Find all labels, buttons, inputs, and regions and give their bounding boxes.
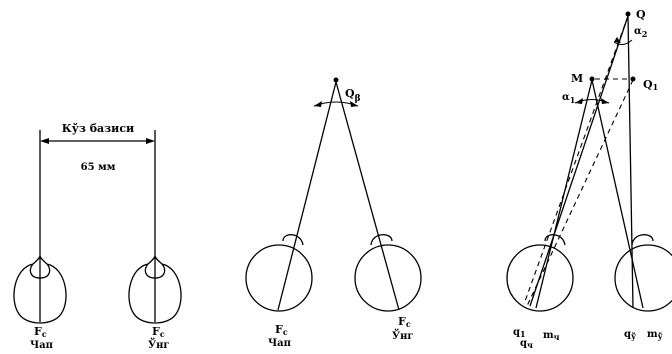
left-focal-label: Fc	[275, 323, 288, 337]
point-q-label: Q	[636, 8, 646, 21]
eye-distance-label: 65 мм	[81, 162, 116, 173]
alpha1-label: α1	[562, 92, 575, 105]
m-to-right-eye-ray	[591, 79, 644, 309]
right-eyeball	[354, 244, 422, 312]
angle-arrow-left	[314, 101, 322, 107]
q-dashed-ray	[523, 15, 629, 305]
alpha1-arrow-right	[601, 98, 609, 104]
left-eyeball	[506, 244, 574, 312]
eye-base-arrowhead-left	[40, 138, 49, 144]
left-eye-label: Чап	[30, 340, 53, 351]
left-eyeball	[245, 244, 313, 312]
right-eyeball	[614, 244, 672, 312]
panel-eye-base: Кўз базиси 65 мм Fc Чап Fc Ўнг	[13, 122, 182, 351]
right-eye-label: Ўнг	[392, 329, 414, 342]
alpha1-arrow-left	[575, 98, 583, 104]
alpha2-arc	[613, 39, 633, 46]
left-sight-line	[277, 81, 337, 311]
right-cornea	[631, 234, 654, 246]
right-cornea	[370, 234, 393, 246]
right-focal-label: Fc	[398, 315, 411, 329]
left-mch-label: mч	[543, 330, 560, 342]
eye-base-arrowhead-right	[146, 138, 155, 144]
point-q-dot	[625, 11, 631, 17]
left-focal-label: Fc	[34, 325, 47, 339]
angle-arrow-right	[350, 101, 358, 107]
right-sight-line	[335, 81, 400, 311]
point-q1-dot	[630, 76, 636, 82]
point-q-beta-label: Qβ	[345, 87, 361, 104]
q-to-left-eye-ray	[529, 15, 629, 307]
point-q-beta-dot	[333, 77, 339, 83]
left-cornea	[282, 234, 304, 246]
q1-dashed-ray	[526, 79, 634, 307]
right-eye-label: Ўнг	[148, 338, 170, 351]
right-mu-label: mў	[647, 329, 664, 341]
panel-convergence: Qβ Fc Чап Fc Ўнг	[245, 77, 422, 349]
left-q1-label: q1	[513, 327, 526, 339]
eye-base-label: Кўз базиси	[62, 122, 134, 135]
right-qu-label: qў	[624, 329, 637, 341]
point-q1-label: Q1	[643, 78, 658, 92]
alpha2-label: α2	[634, 26, 647, 39]
left-qch-label: qч	[520, 338, 533, 350]
panel-depth-disparity: Q α2 M Q1 α1 q1 qч mч qў mў	[506, 8, 672, 350]
q-vertical-axis	[627, 15, 634, 309]
point-m-dot	[589, 76, 595, 82]
point-m-label: M	[571, 72, 583, 85]
right-focal-label: Fc	[152, 325, 165, 339]
alpha2-arrow	[614, 37, 621, 43]
left-eye-label: Чап	[268, 338, 291, 349]
